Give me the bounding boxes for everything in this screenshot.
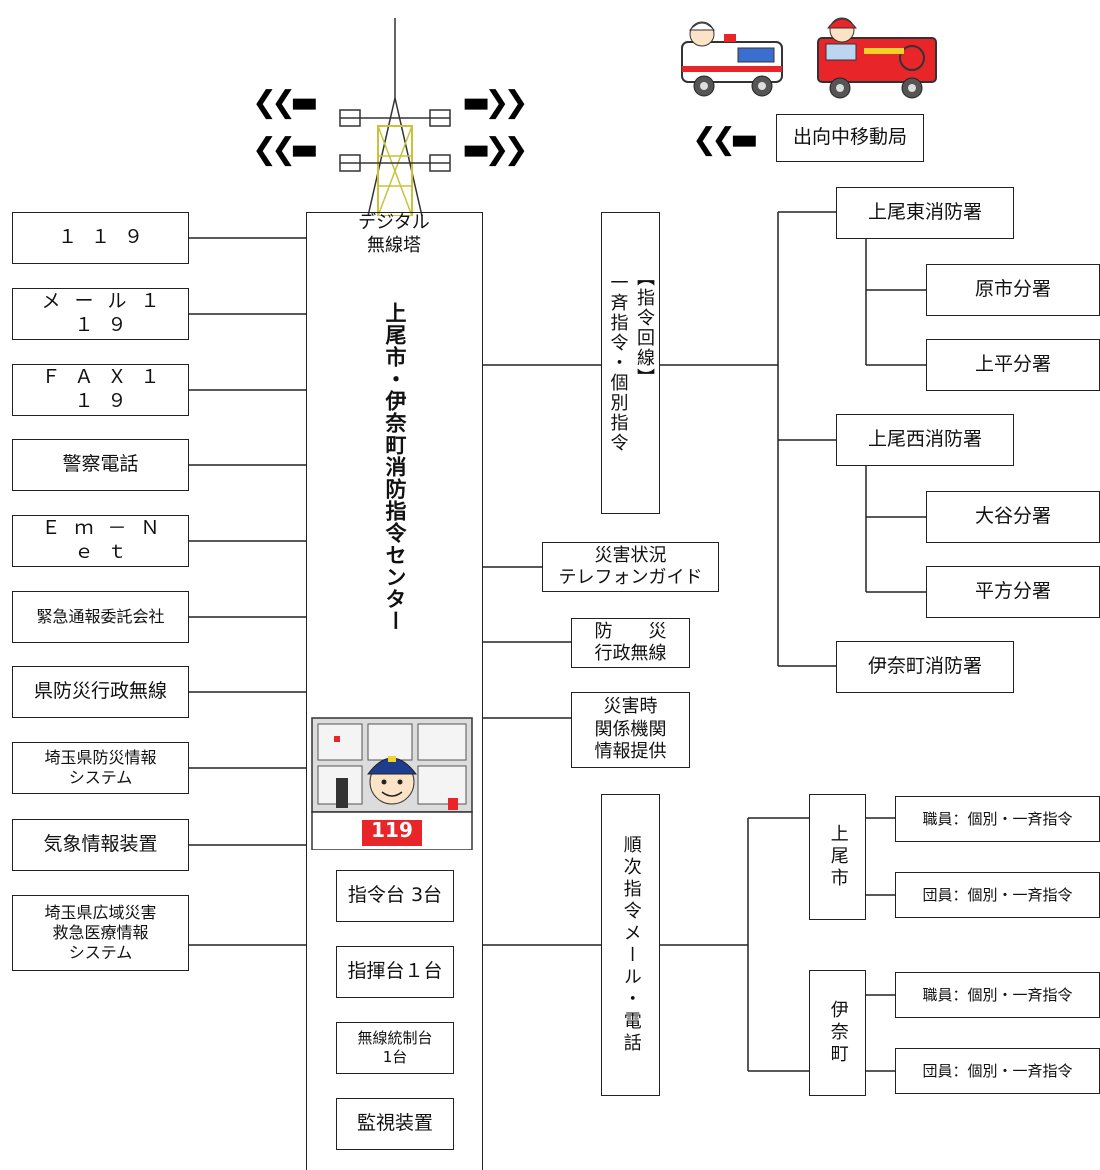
station-kamio-west: 上尾西消防署 — [836, 414, 1014, 466]
ageo-corps: 団員：個別・一斉指令 — [895, 872, 1100, 918]
tower-label: デジタル 無線塔 — [358, 212, 430, 256]
mobile-station-label: 出向中移動局 — [792, 126, 907, 149]
input-label: 埼玉県広域災害 救急医療情報 システム — [44, 903, 157, 962]
branch-hirakata: 平方分署 — [926, 566, 1100, 618]
ina-corps: 団員：個別・一斉指令 — [895, 1048, 1100, 1094]
recipient-label: 職員：個別・一斉指令 — [922, 985, 1073, 1004]
equipment-label: 監視装置 — [356, 1112, 433, 1135]
branch-label: 上平分署 — [974, 353, 1051, 376]
input-box-mail119: メール１１９ — [12, 288, 189, 340]
equipment-label: 無線統制台 1台 — [357, 1029, 433, 1066]
command-line-sublabel: 【指令回線】 — [634, 268, 655, 388]
equipment-label: 指揮台１台 — [347, 960, 443, 983]
ina-staff: 職員：個別・一斉指令 — [895, 972, 1100, 1018]
input-label: 緊急通報委託会社 — [36, 607, 165, 626]
service-disaster-radio: 防 災 行政無線 — [571, 618, 690, 668]
sequential-label: 順次指令メール・電話 — [620, 835, 642, 1055]
station-label: 上尾東消防署 — [867, 201, 982, 224]
branch-label: 原市分署 — [974, 278, 1051, 301]
station-label: 伊奈町消防署 — [867, 655, 982, 678]
service-label: 災害時 関係機関 情報提供 — [594, 696, 667, 763]
group-ina: 伊奈町 — [809, 970, 866, 1096]
input-box-119: １１９ — [12, 212, 189, 264]
service-label: 災害状況 テレフォンガイド — [558, 544, 703, 589]
equipment-label: 指令台 3台 — [347, 884, 443, 907]
input-label: 警察電話 — [62, 453, 139, 476]
equipment-monitor: 監視装置 — [336, 1098, 454, 1150]
equipment-command-console: 指令台 3台 — [336, 870, 454, 922]
station-kamio-east: 上尾東消防署 — [836, 187, 1014, 239]
input-box-fax119: ＦＡＸ１１９ — [12, 364, 189, 416]
signal-wave-right-icon: ▬❯❯ — [462, 132, 529, 167]
service-telephone-guide: 災害状況 テレフォンガイド — [542, 542, 719, 592]
recipient-label: 団員：個別・一斉指令 — [922, 1061, 1073, 1080]
station-ina: 伊奈町消防署 — [836, 641, 1014, 693]
recipient-label: 団員：個別・一斉指令 — [922, 885, 1073, 904]
input-label: メール１１９ — [41, 290, 174, 336]
input-box-police: 警察電話 — [12, 439, 189, 491]
fire-truck-icon — [817, 17, 937, 99]
signal-wave-left-icon: ❮❮▬ — [252, 85, 319, 120]
station-label: 上尾西消防署 — [867, 428, 982, 451]
input-label: １１９ — [57, 226, 157, 249]
branch-oya: 大谷分署 — [926, 491, 1100, 543]
input-box-emergency-company: 緊急通報委託会社 — [12, 591, 189, 643]
equipment-commander-console: 指揮台１台 — [336, 946, 454, 998]
branch-label: 大谷分署 — [974, 505, 1051, 528]
service-agency-info: 災害時 関係機関 情報提供 — [571, 692, 690, 768]
input-label: 気象情報装置 — [43, 833, 158, 856]
ageo-staff: 職員：個別・一斉指令 — [895, 796, 1100, 842]
branch-haraichi: 原市分署 — [926, 264, 1100, 316]
input-label: 埼玉県防災情報 システム — [44, 748, 157, 787]
group-label: 伊奈町 — [827, 1000, 849, 1066]
center-title: 上尾市・伊奈町消防指令センター — [383, 302, 407, 632]
group-ageo: 上尾市 — [809, 794, 866, 920]
console-sign: 119 — [371, 818, 413, 842]
equipment-radio-control: 無線統制台 1台 — [336, 1022, 454, 1074]
input-box-emnet: Ｅｍ－Ｎｅｔ — [12, 515, 189, 567]
mobile-station-box: 出向中移動局 — [776, 114, 924, 162]
branch-kamitaira: 上平分署 — [926, 339, 1100, 391]
service-label: 防 災 行政無線 — [594, 620, 667, 665]
branch-label: 平方分署 — [974, 580, 1051, 603]
operator-console-icon — [311, 717, 473, 850]
input-box-pref-radio: 県防災行政無線 — [12, 666, 189, 718]
recipient-label: 職員：個別・一斉指令 — [922, 809, 1073, 828]
radio-tower-icon — [339, 18, 451, 216]
input-box-saitama-info: 埼玉県防災情報 システム — [12, 742, 189, 794]
signal-wave-mobile-icon: ❮❮▬ — [692, 122, 759, 157]
signal-wave-right-icon: ▬❯❯ — [462, 85, 529, 120]
signal-wave-left-icon: ❮❮▬ — [252, 132, 319, 167]
command-line-box: 一斉指令・個別指令 【指令回線】 — [601, 212, 660, 514]
input-label: 県防災行政無線 — [33, 680, 167, 703]
input-label: Ｅｍ－Ｎｅｔ — [41, 517, 174, 563]
input-box-saitama-medical: 埼玉県広域災害 救急医療情報 システム — [12, 895, 189, 971]
input-label: ＦＡＸ１１９ — [41, 366, 174, 412]
dispatch-center-column — [306, 212, 483, 1170]
sequential-command-box: 順次指令メール・電話 — [601, 794, 660, 1096]
group-label: 上尾市 — [827, 824, 849, 890]
input-box-weather: 気象情報装置 — [12, 819, 189, 871]
ambulance-icon — [681, 21, 783, 97]
command-line-label: 一斉指令・個別指令 — [607, 273, 629, 453]
